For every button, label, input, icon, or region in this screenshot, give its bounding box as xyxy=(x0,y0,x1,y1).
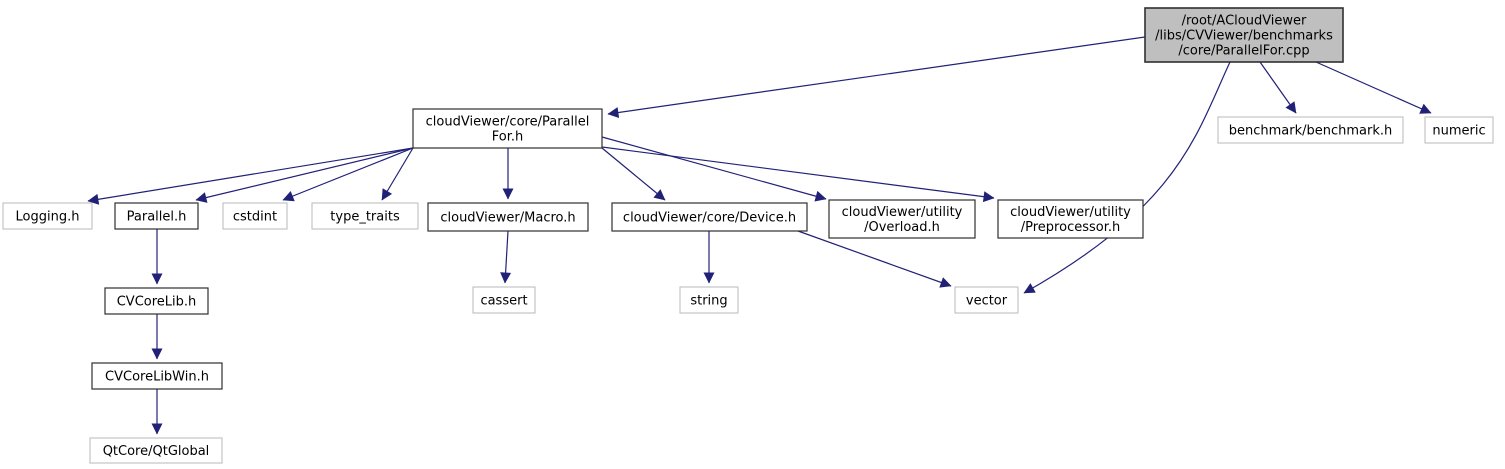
node-label-line: Logging.h xyxy=(16,210,80,225)
edge-parallelfor-cpp-to-benchmark-benchmark-h xyxy=(1259,61,1297,114)
node-label-qtcore-qtglobal: QtCore/QtGlobal xyxy=(103,444,210,459)
node-box-preprocessor-h[interactable] xyxy=(997,199,1144,239)
node-box-qtcore-qtglobal xyxy=(89,437,223,464)
node-overload-h[interactable]: cloudViewer/utility/Overload.h xyxy=(828,199,976,239)
node-box-cassert xyxy=(472,286,536,314)
node-label-line: string xyxy=(690,294,727,309)
node-macro-h[interactable]: cloudViewer/Macro.h xyxy=(427,202,589,232)
node-qtcore-qtglobal: QtCore/QtGlobal xyxy=(89,437,223,464)
edge-parallelfor-h-to-logging-h xyxy=(87,147,414,205)
node-box-vector xyxy=(954,286,1019,314)
node-label-benchmark-benchmark-h: benchmark/benchmark.h xyxy=(1229,124,1393,139)
node-label-line: cstdint xyxy=(233,210,277,225)
node-parallel-h[interactable]: Parallel.h xyxy=(114,202,199,230)
node-label-preprocessor-h: cloudViewer/utility/Preprocessor.h xyxy=(1010,205,1131,235)
node-vector: vector xyxy=(954,286,1019,314)
node-label-line: cloudViewer/utility xyxy=(1010,205,1131,220)
node-label-string: string xyxy=(690,294,727,309)
node-cvcorelibwin-h[interactable]: CVCoreLibWin.h xyxy=(91,362,223,390)
node-box-macro-h[interactable] xyxy=(427,202,589,232)
node-device-h[interactable]: cloudViewer/core/Device.h xyxy=(611,202,808,232)
node-label-line: cloudViewer/core/Parallel xyxy=(426,115,590,130)
node-label-type-traits: type_traits xyxy=(330,210,400,225)
node-label-parallel-h: Parallel.h xyxy=(127,210,187,225)
node-preprocessor-h[interactable]: cloudViewer/utility/Preprocessor.h xyxy=(997,199,1144,239)
node-label-line: /Preprocessor.h xyxy=(1021,220,1120,235)
edge-parallelfor-cpp-to-numeric xyxy=(1315,61,1432,114)
node-box-parallel-h[interactable] xyxy=(114,202,199,230)
node-box-benchmark-benchmark-h xyxy=(1217,116,1404,144)
edge-parallelfor-h-to-preprocessor-h xyxy=(601,146,995,203)
edge-parallelfor-h-to-type-traits xyxy=(381,147,414,201)
edge-parallelfor-h-to-device-h xyxy=(601,147,666,201)
node-label-device-h: cloudViewer/core/Device.h xyxy=(623,211,796,226)
node-box-cvcorelibwin-h[interactable] xyxy=(91,362,223,390)
node-label-line: Parallel.h xyxy=(127,210,187,225)
node-numeric: numeric xyxy=(1424,116,1494,144)
node-label-line: benchmark/benchmark.h xyxy=(1229,124,1393,139)
node-label-cvcorelibwin-h: CVCoreLibWin.h xyxy=(105,370,209,385)
node-label-parallelfor-cpp: /root/ACloudViewer/libs/CVViewer/benchma… xyxy=(1155,14,1333,59)
node-label-cstdint: cstdint xyxy=(233,210,277,225)
node-box-cstdint xyxy=(222,202,288,230)
node-type-traits: type_traits xyxy=(311,202,419,230)
edge-parallelfor-cpp-to-vector xyxy=(1023,61,1231,294)
node-label-overload-h: cloudViewer/utility/Overload.h xyxy=(842,205,963,235)
node-label-line: /core/ParallelFor.cpp xyxy=(1178,44,1309,59)
node-benchmark-benchmark-h: benchmark/benchmark.h xyxy=(1217,116,1404,144)
node-label-line: cloudViewer/core/Device.h xyxy=(623,211,796,226)
node-cvcorelib-h[interactable]: CVCoreLib.h xyxy=(104,287,209,315)
node-label-line: cloudViewer/utility xyxy=(842,205,963,220)
node-label-line: numeric xyxy=(1432,124,1485,139)
node-label-line: cassert xyxy=(480,294,527,309)
node-string: string xyxy=(679,286,739,314)
node-box-cvcorelib-h[interactable] xyxy=(104,287,209,315)
node-label-line: For.h xyxy=(492,130,524,145)
node-label-line: CVCoreLibWin.h xyxy=(105,370,209,385)
node-parallelfor-cpp[interactable]: /root/ACloudViewer/libs/CVViewer/benchma… xyxy=(1144,7,1344,63)
node-box-string xyxy=(679,286,739,314)
node-label-vector: vector xyxy=(966,294,1008,309)
node-label-line: /libs/CVViewer/benchmarks xyxy=(1155,29,1333,44)
node-box-device-h[interactable] xyxy=(611,202,808,232)
node-label-cassert: cassert xyxy=(480,294,527,309)
node-label-line: CVCoreLib.h xyxy=(117,295,197,310)
edge-device-h-to-vector xyxy=(797,230,952,288)
node-label-logging-h: Logging.h xyxy=(16,210,80,225)
node-cassert: cassert xyxy=(472,286,536,314)
edge-parallelfor-h-to-cstdint xyxy=(282,147,414,202)
node-box-overload-h[interactable] xyxy=(828,199,976,239)
node-box-parallelfor-h[interactable] xyxy=(412,108,603,149)
node-box-numeric xyxy=(1424,116,1494,144)
node-label-cvcorelib-h: CVCoreLib.h xyxy=(117,295,197,310)
node-label-line: type_traits xyxy=(330,210,400,225)
edge-parallelfor-h-to-parallel-h xyxy=(195,147,414,203)
edge-macro-h-to-cassert xyxy=(500,230,512,284)
node-box-type-traits xyxy=(311,202,419,230)
edge-parallelfor-h-to-overload-h xyxy=(601,136,827,202)
node-label-line: /root/ACloudViewer xyxy=(1182,14,1307,29)
node-label-line: cloudViewer/Macro.h xyxy=(440,211,575,226)
node-label-macro-h: cloudViewer/Macro.h xyxy=(440,211,575,226)
node-label-line: vector xyxy=(966,294,1008,309)
node-box-logging-h xyxy=(2,202,93,230)
edge-parallelfor-cpp-to-parallelfor-h xyxy=(607,36,1146,118)
node-cstdint: cstdint xyxy=(222,202,288,230)
node-label-line: QtCore/QtGlobal xyxy=(103,444,210,459)
node-label-numeric: numeric xyxy=(1432,124,1485,139)
node-box-parallelfor-cpp[interactable] xyxy=(1144,7,1344,63)
node-logging-h: Logging.h xyxy=(2,202,93,230)
node-label-line: /Overload.h xyxy=(864,220,940,235)
